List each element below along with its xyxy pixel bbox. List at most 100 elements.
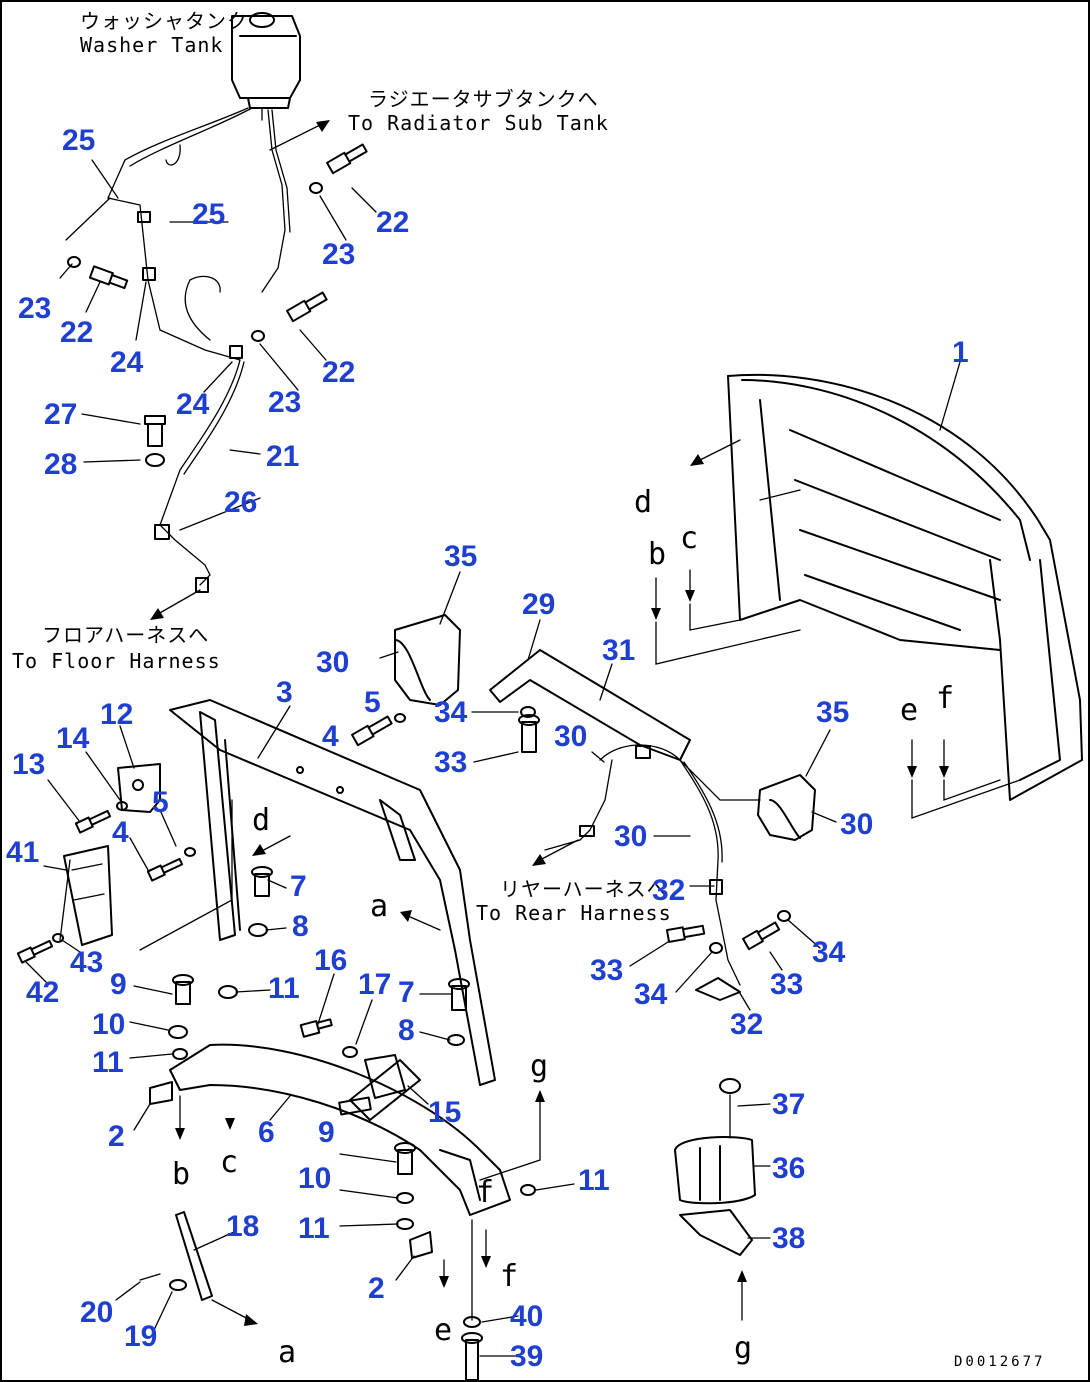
callout-30: 30 bbox=[316, 646, 349, 679]
callout-12: 12 bbox=[100, 698, 133, 731]
callout-5: 5 bbox=[364, 686, 381, 719]
ref-letter-d: d bbox=[252, 803, 270, 838]
callout-23: 23 bbox=[18, 292, 51, 325]
callout-17: 17 bbox=[358, 968, 391, 1001]
callout-32: 32 bbox=[652, 874, 685, 907]
annotation-notes: ウォッシャタンク Washer Tank ラジエータサブタンクへ To Radi… bbox=[12, 9, 672, 925]
stay-rod-18-drawing bbox=[139, 1211, 213, 1301]
note-radiator-sub-tank-jp: ラジエータサブタンクへ bbox=[368, 87, 599, 111]
callout-38: 38 bbox=[772, 1222, 805, 1255]
callout-10: 10 bbox=[298, 1162, 331, 1195]
ref-letter-e: e bbox=[434, 1313, 452, 1348]
ref-letter-b: b bbox=[172, 1157, 190, 1192]
callout-5: 5 bbox=[152, 786, 169, 819]
ref-letter-a: a bbox=[370, 889, 388, 924]
ref-letter-g: g bbox=[734, 1331, 752, 1366]
callout-4: 4 bbox=[322, 720, 339, 753]
callout-34: 34 bbox=[434, 696, 468, 729]
callout-7: 7 bbox=[398, 976, 415, 1009]
callout-37: 37 bbox=[772, 1088, 805, 1121]
washer-harness-wires bbox=[107, 107, 291, 593]
callout-33: 33 bbox=[590, 954, 623, 987]
ref-letter-b: b bbox=[648, 537, 666, 572]
callout-3: 3 bbox=[276, 676, 293, 709]
callout-14: 14 bbox=[56, 722, 90, 755]
ref-letter-c: c bbox=[680, 521, 698, 556]
note-floor-harness-jp: フロアハーネスへ bbox=[42, 623, 209, 647]
callout-35: 35 bbox=[444, 540, 477, 573]
callout-30: 30 bbox=[554, 720, 587, 753]
callout-24: 24 bbox=[110, 346, 144, 379]
callout-2: 2 bbox=[108, 1120, 125, 1153]
bracket-31-drawing bbox=[489, 649, 691, 761]
callout-34: 34 bbox=[634, 978, 668, 1011]
ref-letter-f: f bbox=[500, 1259, 518, 1294]
rear-harness-wires bbox=[544, 744, 761, 1001]
cover-1-drawing bbox=[727, 373, 1083, 801]
callout-32: 32 bbox=[730, 1008, 763, 1041]
callout-23: 23 bbox=[322, 238, 355, 271]
washer-tank-drawing bbox=[231, 12, 301, 121]
callout-22: 22 bbox=[322, 356, 355, 389]
callout-29: 29 bbox=[522, 588, 555, 621]
callout-42: 42 bbox=[26, 976, 59, 1009]
ref-letter-c: c bbox=[220, 1145, 238, 1180]
bolt-39-drawing bbox=[461, 1316, 483, 1381]
lamp-36-drawing bbox=[674, 1078, 756, 1256]
lamp-35-left-drawing bbox=[379, 614, 461, 706]
callout-15: 15 bbox=[428, 1096, 461, 1129]
callout-34: 34 bbox=[812, 936, 846, 969]
ref-letter-g: g bbox=[530, 1049, 548, 1084]
callout-35: 35 bbox=[816, 696, 849, 729]
callout-10: 10 bbox=[92, 1008, 125, 1041]
callout-11: 11 bbox=[578, 1164, 610, 1197]
hinge-15-drawing bbox=[338, 1054, 421, 1121]
callout-22: 22 bbox=[60, 316, 93, 349]
callout-20: 20 bbox=[80, 1296, 113, 1329]
callout-11: 11 bbox=[92, 1046, 124, 1079]
document-number: D0012677 bbox=[954, 1354, 1045, 1370]
callout-18: 18 bbox=[226, 1210, 259, 1243]
ref-letter-d: d bbox=[634, 485, 652, 520]
ref-letter-a: a bbox=[278, 1335, 296, 1370]
callout-31: 31 bbox=[602, 634, 635, 667]
callout-13: 13 bbox=[12, 748, 45, 781]
callout-4: 4 bbox=[112, 816, 129, 849]
callout-8: 8 bbox=[398, 1014, 415, 1047]
callout-9: 9 bbox=[110, 968, 127, 1001]
callout-24: 24 bbox=[176, 388, 210, 421]
callout-16: 16 bbox=[314, 944, 347, 977]
ref-letter-f: f bbox=[936, 681, 954, 716]
callout-33: 33 bbox=[770, 968, 803, 1001]
callout-1: 1 bbox=[952, 336, 969, 369]
callout-33: 33 bbox=[434, 746, 467, 779]
callout-2: 2 bbox=[368, 1272, 385, 1305]
callout-30: 30 bbox=[614, 820, 647, 853]
callout-25: 25 bbox=[192, 198, 225, 231]
callout-39: 39 bbox=[510, 1340, 543, 1373]
callout-21: 21 bbox=[266, 440, 299, 473]
callout-6: 6 bbox=[258, 1116, 275, 1149]
callout-26: 26 bbox=[224, 486, 257, 519]
reference-arrows bbox=[59, 120, 1021, 1326]
lamp-35-right-drawing bbox=[757, 774, 816, 841]
callout-22: 22 bbox=[376, 206, 409, 239]
note-floor-harness-en: To Floor Harness bbox=[12, 649, 221, 673]
callout-43: 43 bbox=[70, 946, 103, 979]
callout-8: 8 bbox=[292, 910, 309, 943]
bolts-33-34-right bbox=[665, 910, 791, 954]
note-rear-harness-en: To Rear Harness bbox=[476, 901, 672, 925]
callout-23: 23 bbox=[268, 386, 301, 419]
plate-41-drawing bbox=[63, 845, 113, 946]
callout-41: 41 bbox=[6, 836, 39, 869]
callout-11: 11 bbox=[268, 972, 300, 1005]
callout-9: 9 bbox=[318, 1116, 335, 1149]
ref-letter-f: f bbox=[476, 1175, 494, 1210]
callout-19: 19 bbox=[124, 1320, 157, 1353]
note-washer-tank-en: Washer Tank bbox=[80, 33, 223, 57]
callout-40: 40 bbox=[510, 1300, 543, 1333]
callout-11: 11 bbox=[298, 1212, 330, 1245]
callout-25: 25 bbox=[62, 124, 95, 157]
